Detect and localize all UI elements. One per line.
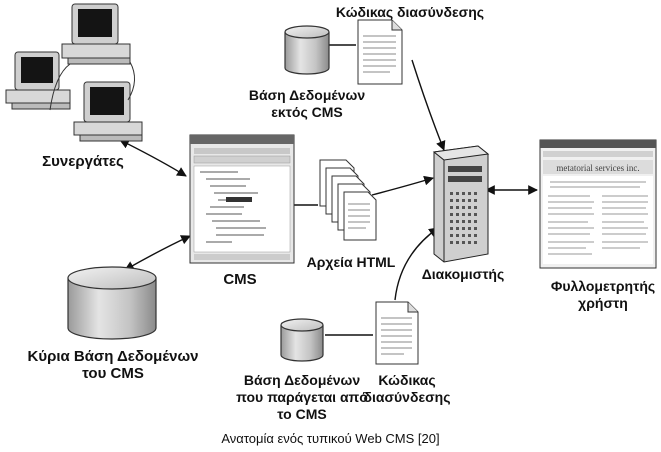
label-generated-db-line2: που παράγεται από xyxy=(236,389,368,405)
computer-icon-1 xyxy=(61,3,131,65)
code-document-top-icon xyxy=(357,19,403,85)
connectors xyxy=(119,44,538,336)
label-main-db-line1: Κύρια Βάση Δεδομένων xyxy=(27,348,199,365)
label-browser-line2: χρήστη xyxy=(578,295,628,311)
label-code-bottom-line2: διασύνδεσης xyxy=(363,389,451,405)
label-code-bottom: Κώδικας διασύνδεσης xyxy=(362,372,452,406)
figure-caption: Ανατομία ενός τυπικού Web CMS [20] xyxy=(221,431,440,446)
cms-window-icon xyxy=(189,134,295,264)
label-main-db: Κύρια Βάση Δεδομένων του CMS xyxy=(18,348,208,382)
label-generated-db-line1: Βάση Δεδομένων xyxy=(243,372,361,388)
label-code-top: Κώδικας διασύνδεσης xyxy=(335,4,485,20)
label-generated-db: Βάση Δεδομένων που παράγεται από το CMS xyxy=(232,372,372,423)
browser-window-icon: metatorial services inc. xyxy=(539,139,657,269)
label-external-db: Βάση Δεδομένων εκτός CMS xyxy=(247,87,367,121)
label-html-files: Αρχεία HTML xyxy=(306,254,396,270)
arrow-html-to-server xyxy=(371,175,434,196)
code-document-bottom-icon xyxy=(375,301,419,365)
label-main-db-line2: του CMS xyxy=(82,365,144,382)
external-database-icon xyxy=(284,25,330,75)
label-code-bottom-line1: Κώδικας xyxy=(378,372,436,388)
html-files-icon xyxy=(319,159,377,241)
label-server: Διακομιστής xyxy=(421,266,505,282)
network-cables xyxy=(49,61,135,111)
computer-icon-2 xyxy=(5,51,71,110)
generated-database-icon xyxy=(280,318,324,362)
label-cms: CMS xyxy=(223,271,257,288)
arrow-code-bottom-to-server xyxy=(394,227,439,301)
arrow-code-top-to-server xyxy=(411,59,446,151)
arrow-maindb-to-cms xyxy=(124,235,191,271)
label-partners: Συνεργάτες xyxy=(42,153,124,170)
label-external-db-line1: Βάση Δεδομένων xyxy=(248,87,366,103)
label-generated-db-line3: το CMS xyxy=(277,406,327,422)
browser-site-text: metatorial services inc. xyxy=(556,163,639,173)
label-external-db-line2: εκτός CMS xyxy=(271,104,343,120)
label-browser: Φυλλομετρητής χρήστη xyxy=(545,278,661,312)
server-icon xyxy=(432,145,490,263)
main-database-icon xyxy=(67,266,157,340)
computer-icon-3 xyxy=(73,81,143,142)
label-browser-line1: Φυλλομετρητής xyxy=(550,278,656,294)
arrow-partners-to-cms xyxy=(119,139,187,177)
